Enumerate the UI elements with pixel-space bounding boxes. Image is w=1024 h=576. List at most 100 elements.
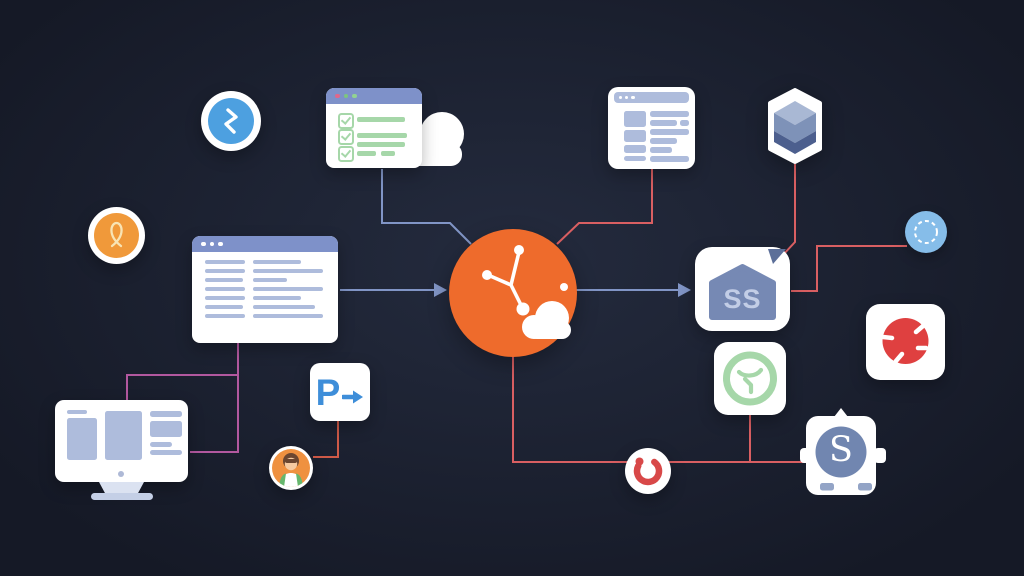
table-window [608,87,695,169]
avatar [272,449,310,487]
checklist-line [357,151,376,156]
connector-p-to-avatar [313,420,339,458]
ribbon-icon [110,221,123,248]
window-titlebar [326,88,422,104]
text-line [253,278,287,282]
p-arrow-tile: P [310,363,370,421]
aperture-tile [866,304,945,380]
connector-checklist-to-hub [381,169,472,245]
screen-bar [150,442,172,447]
cloud-icon [522,301,571,339]
ribbon-badge-inner [94,213,139,258]
content-block [624,156,646,161]
checklist-line [357,133,407,138]
content-bar [650,138,677,144]
window-dot-green-icon [343,93,348,99]
text-line [205,287,245,291]
text-line [205,260,245,264]
document-window [192,236,338,343]
window-dot-icon [201,241,206,247]
network-hub [449,229,577,357]
content-block [624,111,646,127]
window-dot-icon [631,95,635,100]
screen-panel [67,418,97,460]
bolt-badge [201,91,261,151]
home-tag-icon [709,264,776,320]
p-tile-label: P [315,371,341,413]
refresh-badge [625,448,671,494]
screen-bar [67,410,87,414]
checklist-line [357,117,405,122]
text-line [205,305,243,309]
checkbox-icon [338,146,354,162]
window-dot-green-icon [352,93,357,99]
content-bar [650,111,689,117]
cube-icon [768,88,822,164]
connector-hub-to-s-device [512,356,806,463]
text-line [253,287,323,291]
connector-ss-to-dashed-badge [791,245,907,292]
connector-doc-to-monitor-top [126,374,238,400]
checklist-line [357,142,405,147]
text-line [253,314,323,318]
window-dot-icon [619,95,623,100]
checklist-window-body [326,88,422,168]
window-titlebar [192,236,338,252]
ss-app-tile: SS [695,247,790,331]
screen-panel [150,421,182,437]
refresh-icon [633,456,663,486]
content-block [624,130,646,142]
text-line [205,269,245,273]
dashed-circle-badge [905,211,947,253]
content-bar [650,147,672,153]
connector-doc-to-monitor-side [190,342,239,453]
content-block [624,145,646,153]
funnel-tile [714,342,786,415]
ss-app-art [709,249,786,320]
cube-badge [765,88,825,164]
s-device: S [800,404,886,499]
monitor-screen [55,400,188,482]
text-line [253,269,323,273]
small-dot-icon [560,283,568,291]
text-line [253,296,301,300]
monitor-power-dot-icon [118,471,124,477]
window-titlebar [614,92,689,103]
ss-app-label: SS [723,284,762,314]
funnel-icon [723,351,777,406]
screen-bar [150,450,182,455]
checklist-line [381,151,395,156]
checkbox-icon [338,129,354,145]
screen-bar [150,411,182,417]
window-dot-icon [625,95,629,100]
text-line [205,314,245,318]
dashed-circle-icon [914,220,938,244]
checkbox-icon [338,113,354,129]
content-bar [650,120,677,126]
content-bar [650,156,689,162]
content-bar [650,129,689,135]
ribbon-badge [88,207,145,264]
arrowhead-into-ss-icon [678,283,691,297]
window-dot-red-icon [335,93,340,99]
s-device-label: S [829,430,853,470]
connector-cube-to-ss [781,164,796,257]
folded-corner-icon [768,249,786,264]
lightning-icon [224,108,238,134]
text-line [253,260,301,264]
arrowhead-into-hub-icon [434,283,447,297]
window-dot-icon [218,241,223,247]
content-bar [680,120,689,126]
aperture-icon [880,318,929,364]
text-line [205,278,243,282]
text-line [205,296,245,300]
connector-table-to-hub [556,169,653,245]
s-device-body [800,408,886,495]
person-icon [279,453,303,487]
bolt-badge-inner [208,98,254,144]
monitor-stand [91,482,153,500]
desktop-monitor [55,398,190,504]
text-line [253,305,315,309]
